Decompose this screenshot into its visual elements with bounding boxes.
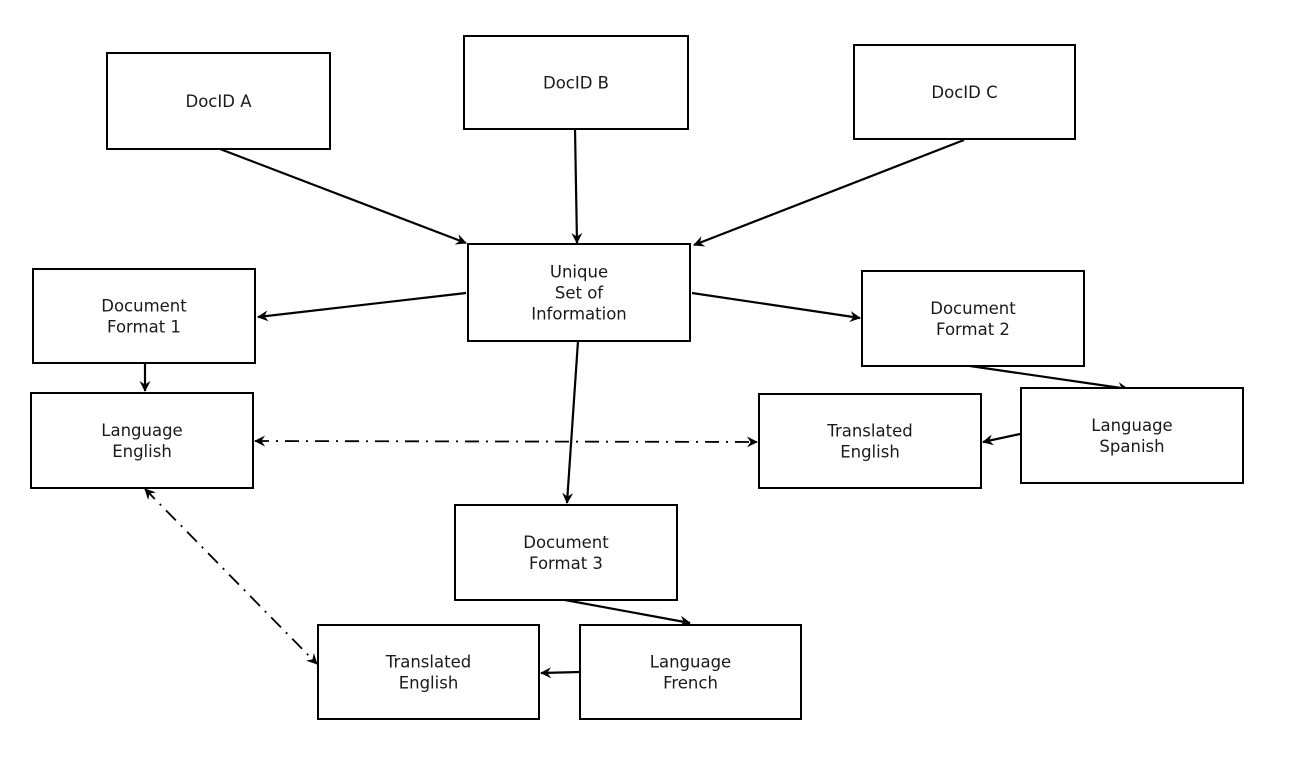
node-box — [106, 52, 331, 150]
node-label: Document — [101, 297, 187, 316]
edges-layer — [139, 128, 1129, 679]
node-box — [1020, 387, 1244, 484]
edge-langEs-to-trEn1 — [982, 432, 1021, 446]
node-box — [454, 504, 678, 601]
edge-docA-to-unique — [219, 147, 467, 245]
node-label: Information — [531, 305, 627, 324]
node-label: Format 1 — [107, 318, 181, 337]
node-label: Language — [101, 421, 182, 440]
edge-fmt3-to-langFr — [564, 598, 691, 627]
node-label: English — [399, 674, 459, 693]
node-box — [579, 624, 802, 720]
edge-fmt2-to-langEs — [969, 364, 1129, 393]
node-label: Language — [1091, 416, 1172, 435]
node-box — [758, 393, 982, 489]
node-label: Translated — [385, 653, 471, 672]
node-label: DocID A — [186, 92, 253, 111]
node-box — [317, 624, 540, 720]
edge-docC-to-unique — [693, 138, 965, 247]
node-label: Document — [930, 299, 1016, 318]
node-label: English — [840, 443, 900, 462]
node-label: Set of — [555, 284, 604, 303]
node-label: Translated — [826, 422, 912, 441]
node-label: Unique — [550, 263, 608, 282]
node-box — [853, 44, 1076, 140]
edge-unique-to-fmt1 — [257, 291, 467, 322]
node-label: DocID B — [543, 74, 609, 93]
node-label: DocID C — [931, 83, 997, 102]
node-label: French — [663, 674, 718, 693]
node-label: Format 3 — [529, 554, 603, 573]
node-label: English — [112, 442, 172, 461]
edge-langEn-to-trEn1 — [254, 435, 758, 448]
edge-langFr-to-trEn2 — [540, 667, 581, 679]
node-box — [463, 35, 689, 130]
node-label: Language — [650, 653, 731, 672]
node-box — [861, 270, 1085, 367]
node-docC: DocID C — [853, 44, 1076, 140]
node-box — [30, 392, 254, 489]
edge-docB-to-unique — [571, 128, 583, 244]
edge-unique-to-fmt3 — [562, 340, 580, 504]
node-label: Format 2 — [936, 320, 1010, 339]
node-label: Document — [523, 533, 609, 552]
node-box — [467, 243, 691, 342]
node-docB: DocID B — [463, 35, 689, 130]
node-box — [32, 268, 256, 364]
node-docA: DocID A — [106, 52, 331, 150]
node-label: Spanish — [1099, 437, 1164, 456]
edge-unique-to-fmt2 — [691, 291, 861, 322]
edge-langEn-to-trEn2 — [144, 488, 318, 665]
